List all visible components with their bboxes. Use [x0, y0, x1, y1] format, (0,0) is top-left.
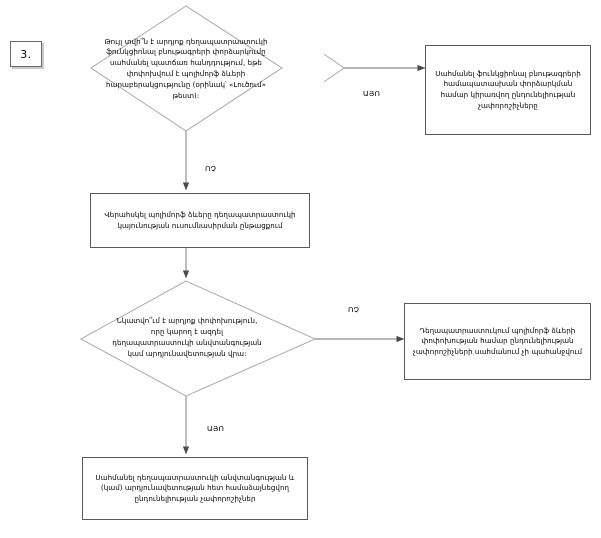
- edge-label-yes-bottom: ԱՅՈ: [207, 424, 225, 433]
- process-right-top: Սահմանել ֆունկցիոնալ բնութագրերի համապատ…: [425, 45, 591, 135]
- process-right-top-text: Սահմանել ֆունկցիոնալ բնութագրերի համապատ…: [435, 68, 581, 110]
- step-number-label: 3.: [20, 47, 32, 61]
- process-right-mid-text: Դեղապատրաստուկում պոլիմորֆ ձևերի փոփոխու…: [412, 325, 583, 356]
- process-right-mid: Դեղապատրաստուկում պոլիմորֆ ձևերի փոփոխու…: [404, 303, 591, 380]
- step-number-badge: 3.: [10, 41, 42, 67]
- edge-label-no-mid: ՈՉ: [348, 305, 360, 314]
- edge-label-no-top: ՈՉ: [205, 164, 217, 173]
- process-bottom-text: Սահմանել դեղապատրաստուկի անվտանգության և…: [95, 472, 295, 503]
- process-bottom: Սահմանել դեղապատրաստուկի անվտանգության և…: [82, 457, 308, 520]
- edge-label-yes-top: ԱՅՈ: [363, 89, 381, 98]
- decision-2: Նկատվո՞ւմ է արդյոք փոփոխություն, որը կար…: [112, 300, 262, 376]
- decision-1-right-chevron: [323, 53, 345, 83]
- process-monitor-text: Վերահսկել պոլիմորֆ ձևերը դեղապատրաստուկի…: [104, 209, 296, 230]
- decision-2-text: Նկատվո՞ւմ է արդյոք փոփոխություն, որը կար…: [112, 316, 262, 358]
- process-monitor: Վերահսկել պոլիմորֆ ձևերը դեղապատրաստուկի…: [90, 193, 310, 248]
- decision-1: Թույլ տվի՞ն է արդյոք դեղապատրաստուկի ֆու…: [103, 36, 269, 102]
- decision-1-text: Թույլ տվի՞ն է արդյոք դեղապատրաստուկի ֆու…: [104, 36, 268, 100]
